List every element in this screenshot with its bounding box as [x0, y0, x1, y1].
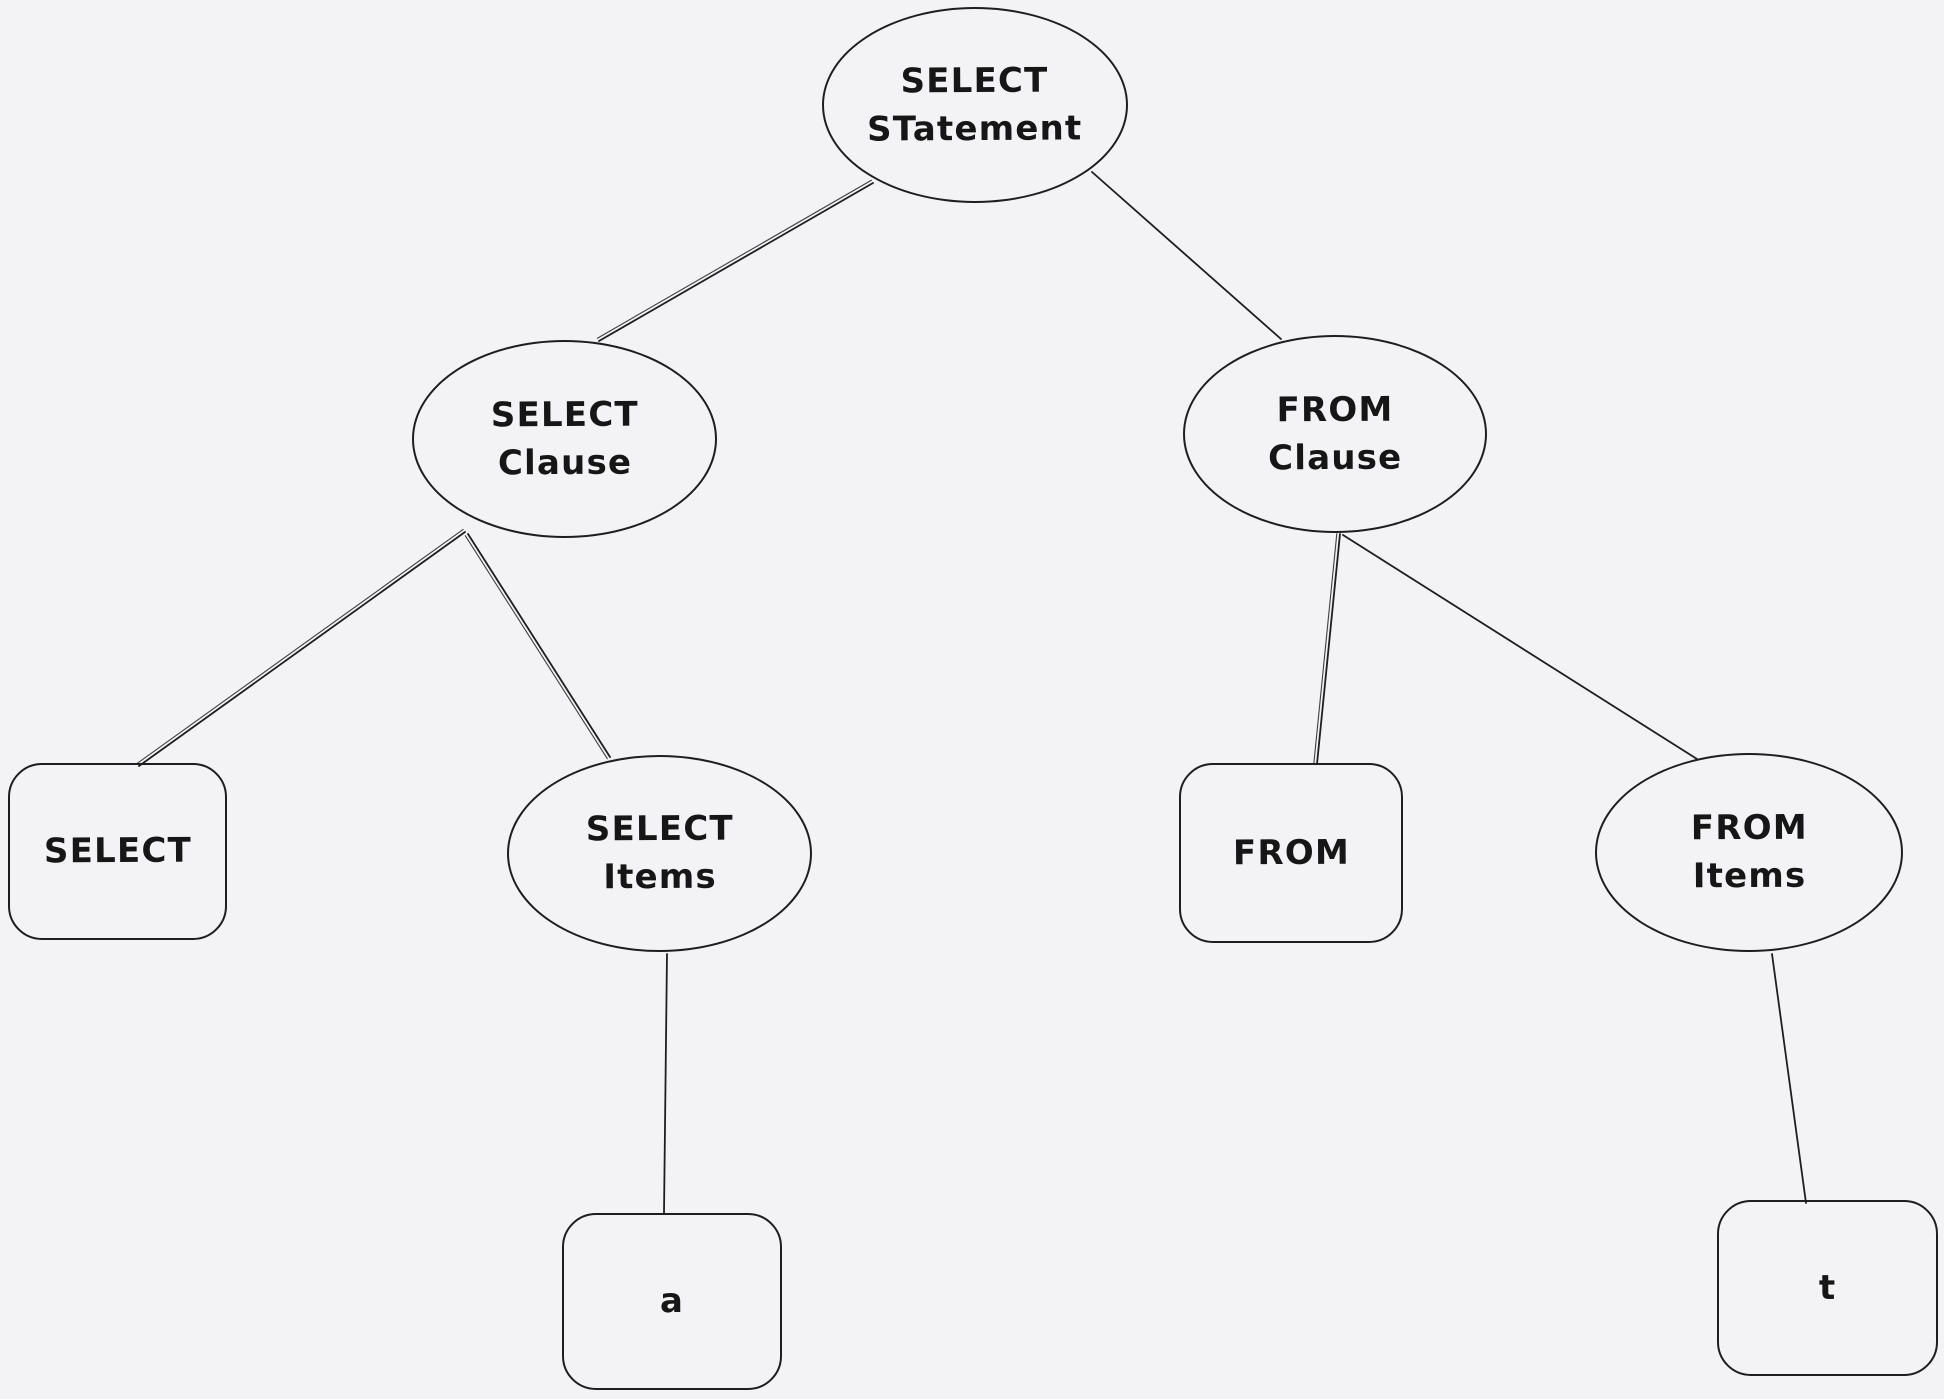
node-select-clause[interactable]: SELECT Clause: [412, 340, 717, 538]
node-label-select-clause: SELECT Clause: [490, 394, 639, 484]
node-label-from-keyword: FROM: [1232, 832, 1350, 874]
edge-from-clause-to-from-items: [1342, 534, 1698, 760]
edge-select-statement-to-select-clause: [598, 182, 874, 342]
node-label-from-items: FROM Items: [1690, 807, 1808, 897]
node-item-t[interactable]: t: [1717, 1200, 1938, 1376]
edge-select-items-to-item-a: [663, 953, 668, 1214]
node-from-keyword[interactable]: FROM: [1179, 763, 1403, 943]
node-label-select-statement: SELECT STatement: [867, 60, 1083, 150]
node-from-items[interactable]: FROM Items: [1595, 753, 1903, 952]
node-select-statement[interactable]: SELECT STatement: [822, 7, 1128, 203]
node-select-items[interactable]: SELECT Items: [507, 755, 812, 952]
node-label-select-items: SELECT Items: [585, 808, 734, 898]
node-from-clause[interactable]: FROM Clause: [1183, 335, 1487, 533]
edge-select-clause-to-select-keyword: [136, 528, 464, 764]
edge-from-clause-to-from-keyword: [1316, 533, 1341, 765]
node-label-from-clause: FROM Clause: [1267, 389, 1403, 479]
node-item-a[interactable]: a: [562, 1213, 782, 1390]
edge-select-clause-to-select-keyword: [138, 531, 466, 767]
node-select-keyword[interactable]: SELECT: [8, 763, 227, 940]
node-label-item-t: t: [1818, 1267, 1837, 1308]
edge-select-statement-to-from-clause: [1091, 171, 1282, 340]
edge-select-clause-to-select-items: [464, 535, 608, 760]
edge-select-clause-to-select-items: [467, 533, 611, 758]
edge-from-clause-to-from-keyword: [1313, 533, 1338, 765]
edge-from-items-to-item-t: [1771, 953, 1807, 1204]
node-label-item-a: a: [659, 1281, 685, 1322]
edge-select-statement-to-select-clause: [596, 179, 872, 339]
node-label-select-keyword: SELECT: [43, 830, 192, 872]
